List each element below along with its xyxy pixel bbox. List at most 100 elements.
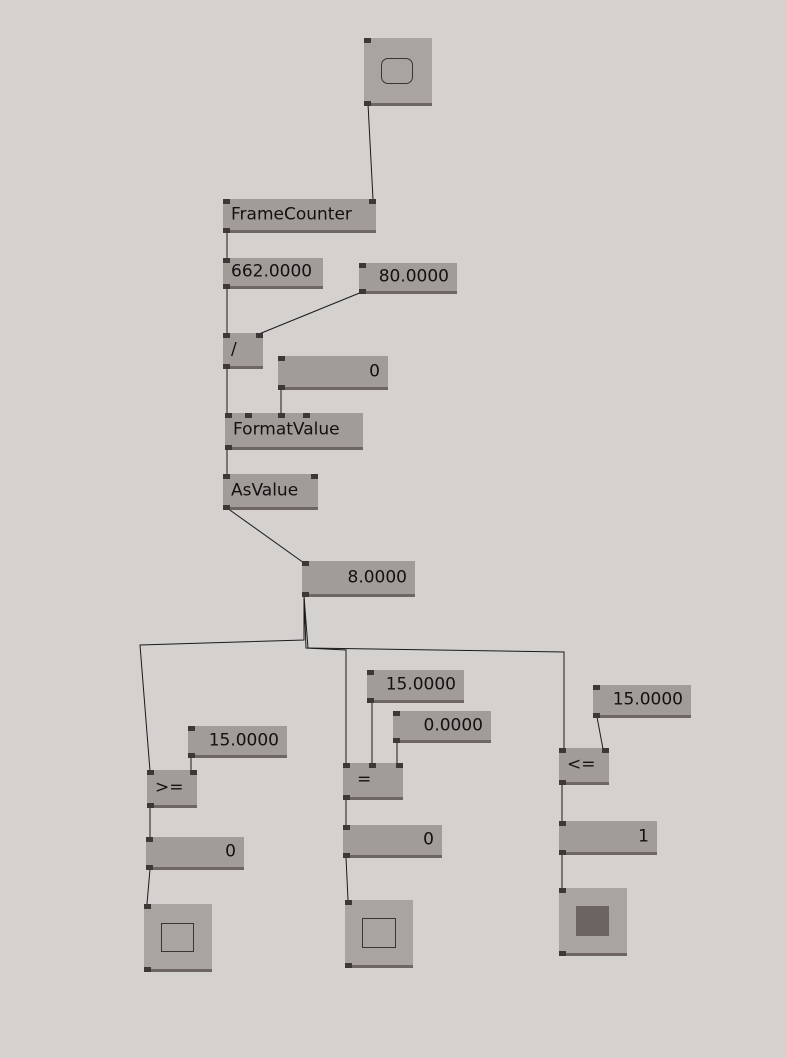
- divide-output-pin[interactable]: [223, 364, 230, 369]
- eq-epsilon-output-pin[interactable]: [393, 738, 400, 743]
- bang-node[interactable]: [364, 38, 432, 106]
- eq-output-pin[interactable]: [343, 795, 350, 800]
- precision-input-pin[interactable]: [278, 356, 285, 361]
- framecounter-node[interactable]: FrameCounter: [223, 199, 376, 233]
- eq-output-input-pin[interactable]: [343, 825, 350, 830]
- value-output-pin[interactable]: [223, 284, 230, 289]
- precision-output-pin[interactable]: [278, 385, 285, 390]
- asvalue-node[interactable]: AsValue: [223, 474, 318, 510]
- divisor-box[interactable]: 80.0000: [359, 263, 457, 294]
- ge-output-value: 0: [225, 841, 236, 862]
- toggle-ge-output-pin[interactable]: [144, 967, 151, 972]
- le-output-input-pin[interactable]: [559, 821, 566, 826]
- toggle-ge-box[interactable]: [161, 923, 194, 952]
- ge-output-output-pin[interactable]: [146, 865, 153, 870]
- wire-geout-to-toggle: [146, 868, 151, 905]
- divide-node[interactable]: /: [223, 333, 263, 369]
- asvalue-label: AsValue: [231, 480, 299, 500]
- eq-epsilon-input-pin[interactable]: [393, 711, 400, 716]
- ge-constant-value: 15.0000: [208, 730, 279, 750]
- le-output-value: 1: [638, 826, 649, 846]
- result-box[interactable]: 8.0000: [302, 561, 415, 597]
- bang-button[interactable]: [381, 58, 413, 84]
- eq-node[interactable]: =: [343, 763, 403, 800]
- toggle-eq-output-pin[interactable]: [345, 963, 352, 968]
- toggle-ge[interactable]: [144, 904, 212, 972]
- eq-output-value: 0: [423, 829, 434, 850]
- eq-input-pin-c[interactable]: [396, 763, 403, 768]
- divide-input-pin-b[interactable]: [256, 333, 263, 338]
- formatvalue-input-pin-2[interactable]: [245, 413, 252, 418]
- asvalue-output-pin[interactable]: [223, 505, 230, 510]
- divisor-input-pin[interactable]: [359, 263, 366, 268]
- asvalue-input-pin[interactable]: [223, 474, 230, 479]
- toggle-ge-input-pin[interactable]: [144, 904, 151, 909]
- precision-box[interactable]: 0: [278, 356, 388, 390]
- le-constant-output-pin[interactable]: [593, 713, 600, 718]
- formatvalue-input-pin[interactable]: [225, 413, 232, 418]
- toggle-eq-input-pin[interactable]: [345, 900, 352, 905]
- precision-value: 0: [369, 361, 380, 381]
- eq-output-output-pin[interactable]: [343, 853, 350, 858]
- le-input-pin-b[interactable]: [602, 748, 609, 753]
- le-output-output-pin[interactable]: [559, 850, 566, 855]
- le-node[interactable]: <=: [559, 748, 609, 785]
- formatvalue-node[interactable]: FormatValue: [225, 413, 363, 450]
- ge-output-box[interactable]: 0: [146, 837, 244, 870]
- ge-constant-output-pin[interactable]: [188, 753, 195, 758]
- le-constant-value: 15.0000: [612, 689, 683, 710]
- eq-output-box[interactable]: 0: [343, 825, 442, 858]
- toggle-le[interactable]: [559, 888, 627, 956]
- ge-node[interactable]: >=: [147, 770, 197, 808]
- eq-epsilon-value: 0.0000: [423, 715, 483, 735]
- framecounter-value: 662.0000: [231, 261, 313, 282]
- ge-constant-input-pin[interactable]: [188, 726, 195, 731]
- eq-constant-box[interactable]: 15.0000: [367, 670, 464, 703]
- result-output-pin[interactable]: [302, 592, 309, 597]
- formatvalue-output-pin[interactable]: [225, 445, 232, 450]
- ge-output-pin[interactable]: [147, 803, 154, 808]
- result-input-pin[interactable]: [302, 561, 309, 566]
- eq-constant-input-pin[interactable]: [367, 670, 374, 675]
- le-output-pin[interactable]: [559, 780, 566, 785]
- wire-asvalue-to-result: [226, 507, 305, 564]
- formatvalue-label: FormatValue: [233, 419, 340, 440]
- wire-bang-to-framecounter: [367, 103, 374, 200]
- toggle-le-fill[interactable]: [576, 906, 609, 936]
- ge-label: >=: [155, 777, 184, 797]
- divide-input-pin-a[interactable]: [223, 333, 230, 338]
- le-constant-input-pin[interactable]: [593, 685, 600, 690]
- formatvalue-input-pin-4[interactable]: [303, 413, 310, 418]
- toggle-eq[interactable]: [345, 900, 413, 968]
- framecounter-label: FrameCounter: [231, 204, 352, 224]
- bang-output-pin[interactable]: [364, 101, 371, 106]
- framecounter-output-pin[interactable]: [223, 228, 230, 233]
- framecounter-input-pin-2[interactable]: [369, 199, 376, 204]
- value-input-pin[interactable]: [223, 258, 230, 263]
- asvalue-input-pin-2[interactable]: [311, 474, 318, 479]
- framecounter-input-pin[interactable]: [223, 199, 230, 204]
- toggle-le-input-pin[interactable]: [559, 888, 566, 893]
- le-constant-box[interactable]: 15.0000: [593, 685, 691, 718]
- eq-label: =: [357, 769, 372, 790]
- wire-leconst-to-le: [596, 716, 604, 750]
- le-output-box[interactable]: 1: [559, 821, 657, 855]
- eq-input-pin-b[interactable]: [369, 763, 376, 768]
- le-input-pin-a[interactable]: [559, 748, 566, 753]
- bang-input-pin[interactable]: [364, 38, 371, 43]
- eq-input-pin-a[interactable]: [343, 763, 350, 768]
- toggle-le-output-pin[interactable]: [559, 951, 566, 956]
- eq-constant-value: 15.0000: [385, 674, 456, 695]
- ge-output-input-pin[interactable]: [146, 837, 153, 842]
- framecounter-value-box[interactable]: 662.0000: [223, 258, 323, 289]
- divisor-output-pin[interactable]: [359, 289, 366, 294]
- formatvalue-input-pin-3[interactable]: [278, 413, 285, 418]
- ge-constant-box[interactable]: 15.0000: [188, 726, 287, 758]
- toggle-eq-box[interactable]: [362, 918, 396, 948]
- wire-result-to-eq: [303, 595, 347, 764]
- eq-epsilon-box[interactable]: 0.0000: [393, 711, 491, 743]
- ge-input-pin-a[interactable]: [147, 770, 154, 775]
- ge-input-pin-b[interactable]: [190, 770, 197, 775]
- eq-constant-output-pin[interactable]: [367, 698, 374, 703]
- result-value: 8.0000: [347, 567, 407, 587]
